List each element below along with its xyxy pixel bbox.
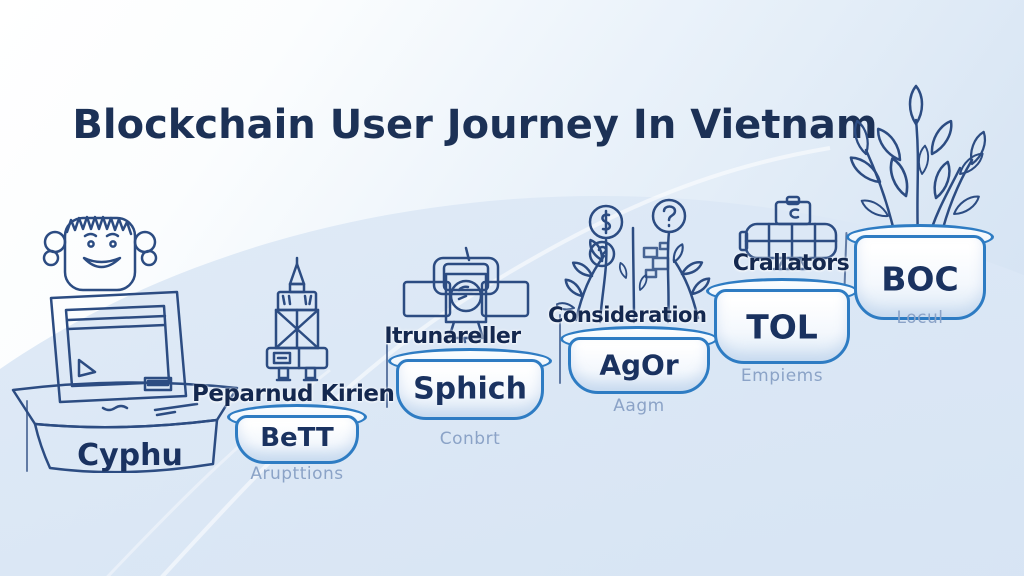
stage-sub-label: Arupttions xyxy=(250,464,344,484)
pedestal-body xyxy=(396,359,544,420)
stage-5-pedestal: TOL xyxy=(706,278,858,364)
stage-3-pedestal: Sphich xyxy=(388,348,552,420)
stage-heading: Crallators xyxy=(732,251,850,276)
stage-heading: Peparnud Kirien xyxy=(192,381,395,407)
stage-heading: Consideration xyxy=(548,303,707,327)
stage-sub-label: Empiems xyxy=(740,366,824,386)
sketch-line xyxy=(559,314,561,384)
pedestal-label: TOL xyxy=(746,307,818,347)
stage-6-pot: BOC xyxy=(846,224,994,320)
sketch-line xyxy=(26,400,28,472)
pedestal-body xyxy=(568,337,710,394)
launch-tower-illustration xyxy=(265,256,329,382)
coin-plants-illustration xyxy=(556,198,713,324)
page-title: Blockchain User Journey In Vietnam xyxy=(72,102,878,148)
stage-4-pedestal: AgOr xyxy=(560,326,718,394)
pedestal-label: Cyphu xyxy=(77,438,183,473)
pot-body xyxy=(854,235,986,320)
stage-sub-label: Aagm xyxy=(613,396,665,416)
pedestal-body xyxy=(714,289,850,364)
pedestal-label: Sphich xyxy=(413,371,527,407)
stage-sub-label: Conbrt xyxy=(439,429,501,449)
stage-2-pedestal: BeTT xyxy=(227,404,367,464)
pedestal-label: AgOr xyxy=(599,348,679,382)
pedestal-label: BOC xyxy=(881,259,959,299)
stage-sub-label: Locul xyxy=(896,308,944,328)
pedestal-label: BeTT xyxy=(260,423,334,454)
sketch-line xyxy=(386,344,388,408)
stage-heading: Itrunareller xyxy=(384,324,521,349)
potted-plant-illustration xyxy=(845,84,990,242)
person-at-computer-illustration xyxy=(11,215,239,473)
grid-machine-illustration xyxy=(738,195,838,271)
pedestal-body xyxy=(235,415,359,464)
gauge-device-illustration xyxy=(402,246,530,344)
